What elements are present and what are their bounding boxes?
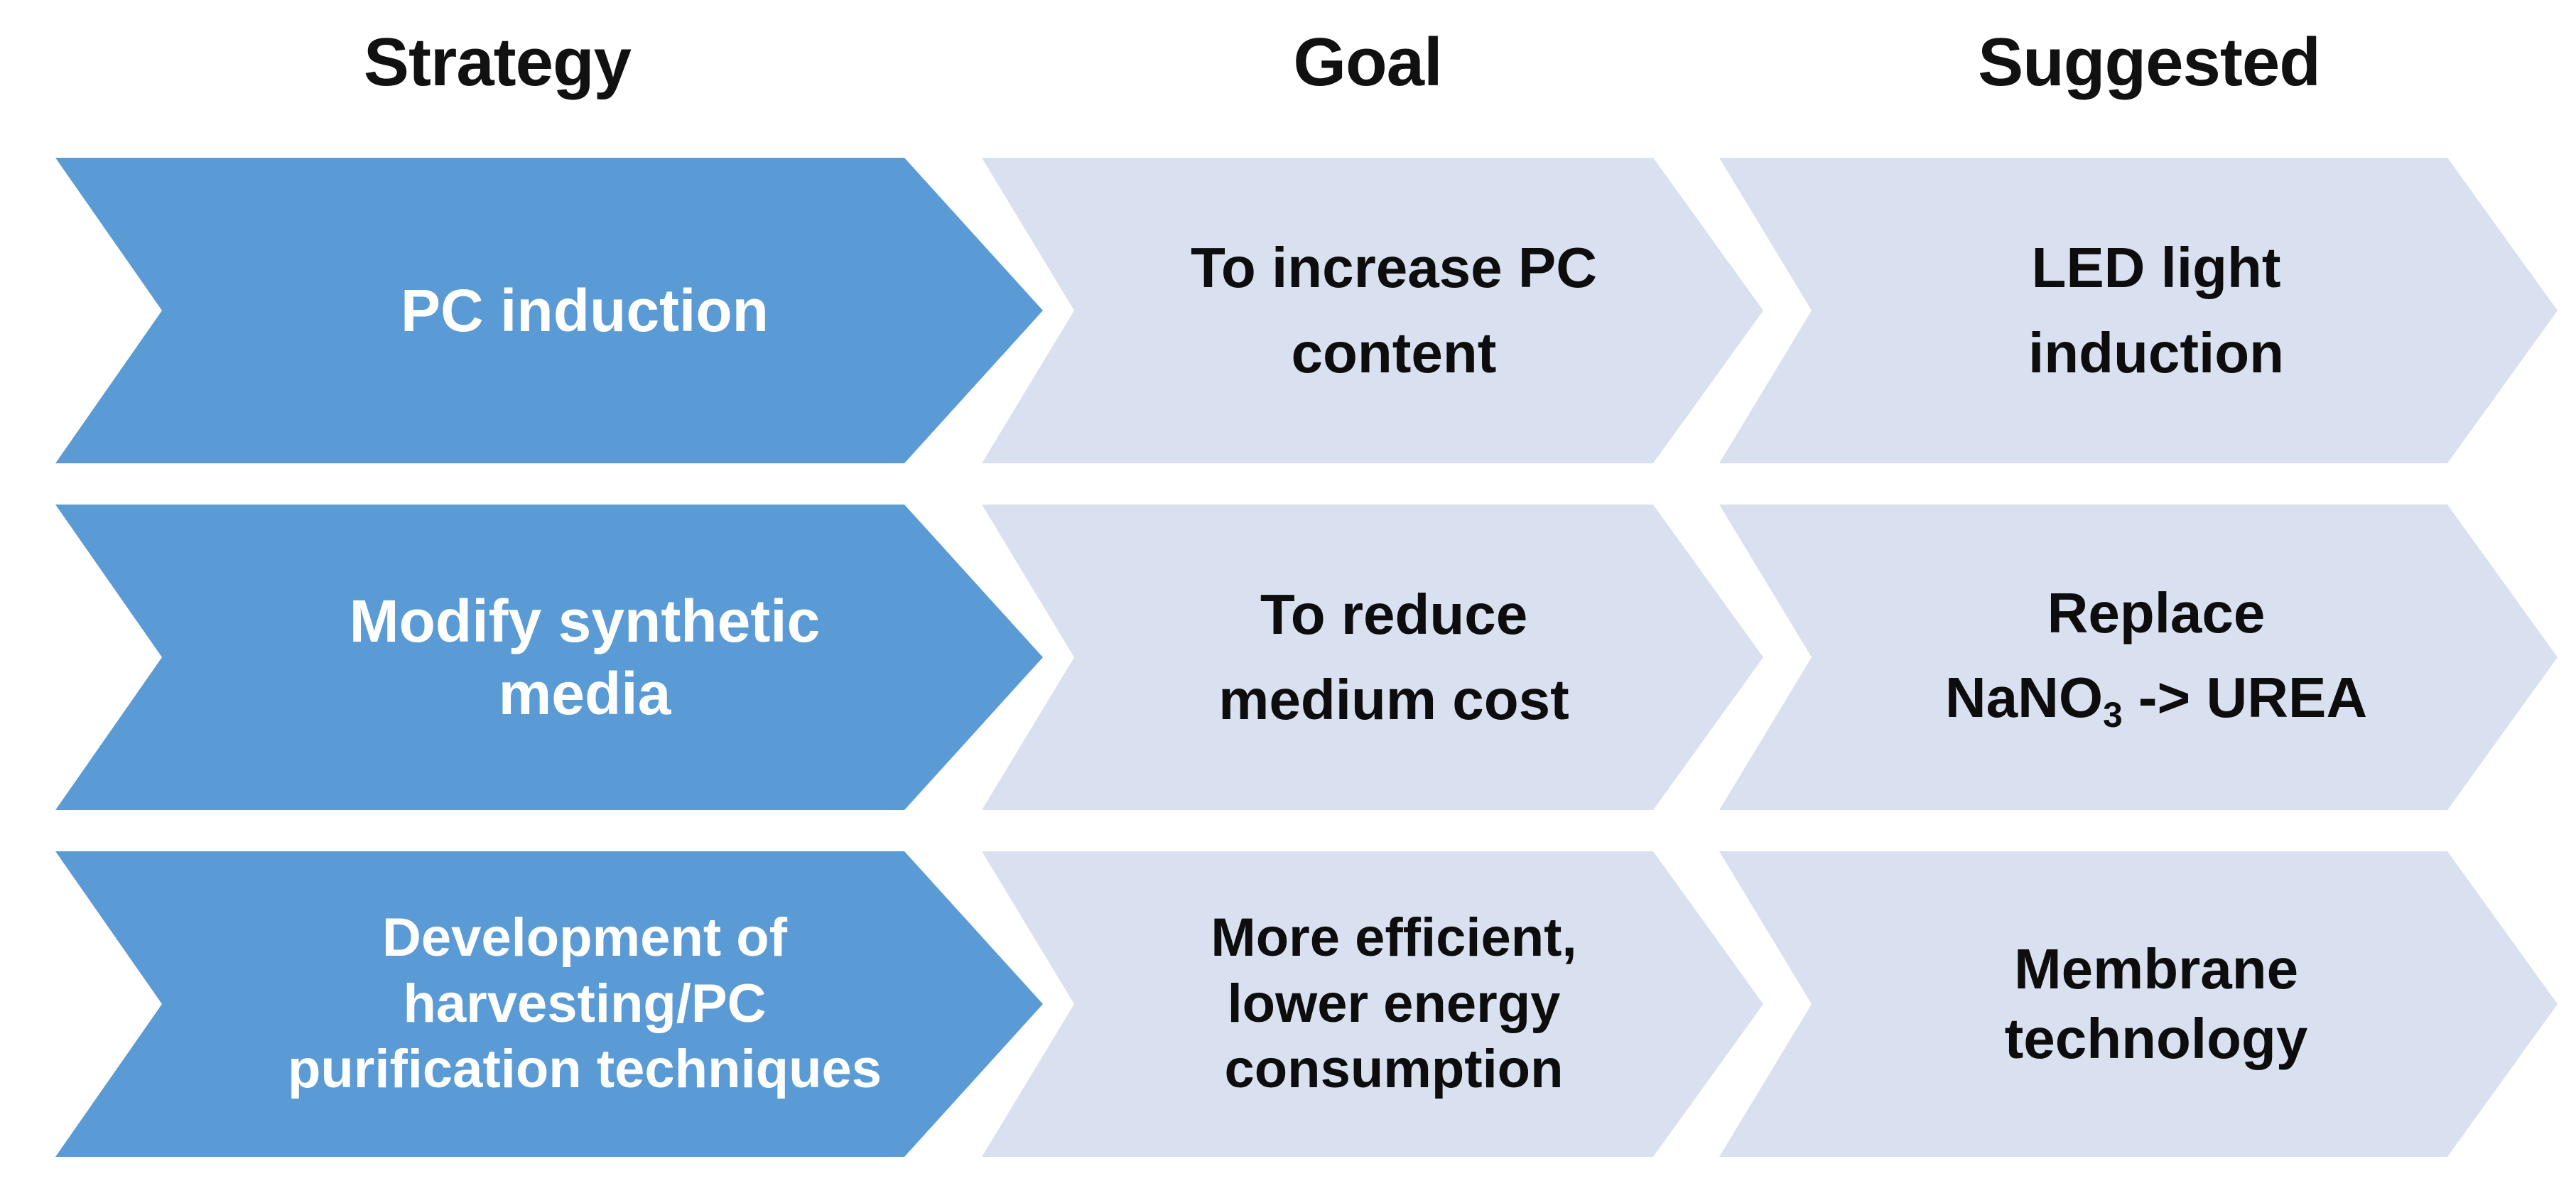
chevron-shape-goal-2[interactable] bbox=[982, 505, 1763, 810]
column-header-suggested: Suggested bbox=[1978, 24, 2321, 100]
chevron-shape-strategy-1[interactable] bbox=[55, 158, 1043, 463]
chevron-row-pc-induction: PC induction To increase PC content LED … bbox=[0, 158, 2576, 463]
chevron-shape-suggested-2[interactable] bbox=[1719, 505, 2558, 810]
chevron-shape-strategy-3[interactable] bbox=[55, 851, 1043, 1157]
chevron-row-harvesting: Development of harvesting/PC purificatio… bbox=[0, 851, 2576, 1157]
chevron-shape-strategy-2[interactable] bbox=[55, 505, 1043, 810]
column-header-strategy: Strategy bbox=[363, 24, 632, 100]
chevron-shape-goal-3[interactable] bbox=[982, 851, 1763, 1157]
chevron-row-modify-media: Modify synthetic media To reduce medium … bbox=[0, 505, 2576, 810]
chevron-shape-suggested-3[interactable] bbox=[1719, 851, 2558, 1157]
column-header-row: Strategy Goal Suggested bbox=[0, 0, 2576, 142]
chevron-shape-goal-1[interactable] bbox=[982, 158, 1763, 463]
column-header-goal: Goal bbox=[1293, 24, 1442, 100]
chevron-shape-suggested-1[interactable] bbox=[1719, 158, 2558, 463]
